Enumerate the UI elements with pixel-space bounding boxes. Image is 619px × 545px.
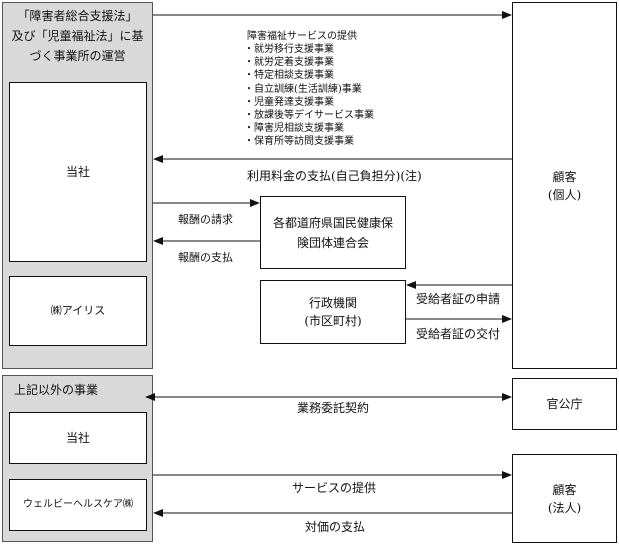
welfare-service-item: ・就労移行支援事業 [244, 44, 334, 55]
welfare-services-list: ・就労移行支援事業 ・就労定着支援事業 ・特定相談支援事業 ・自立訓練(生活訓練… [244, 43, 374, 149]
reward-payment-label: 報酬の支払 [178, 251, 233, 264]
outsourcing-contract-label: 業務委託契約 [297, 401, 370, 415]
company-box-welby: ウェルビーヘルスケア㈱ [9, 479, 147, 531]
welfare-service-item: ・自立訓練(生活訓練)事業 [244, 83, 362, 95]
payment-label: 対価の支払 [305, 520, 366, 534]
welfare-service-item: ・特定相談支援事業 [244, 70, 334, 82]
admin-agency-box: 行政機関 (市区町村) [260, 280, 406, 344]
customer-type: (個人) [547, 187, 582, 202]
header-line-2: 及び「児童福祉法」に基 [11, 29, 144, 43]
customer-corporate-box: 顧客 (法人) [512, 454, 617, 543]
company-box-our-company: 当社 [9, 82, 147, 262]
customer-individual-box: 顧客 (個人) [512, 2, 617, 369]
welfare-service-item: ・児童発達支援事業 [244, 96, 334, 108]
welfare-service-item: ・就労定着支援事業 [244, 57, 334, 69]
federation-line-2: 険団体連合会 [296, 235, 369, 250]
customer-label: 顧客 [552, 169, 577, 184]
company-box-iris: ㈱アイリス [9, 276, 147, 346]
admin-line-2: (市区町村) [304, 314, 362, 328]
section-disability-services-header: 「障害者総合支援法」 及び「児童福祉法」に基 づく事業所の運営 [4, 6, 151, 66]
admin-line-1: 行政機関 [308, 296, 357, 310]
welfare-service-item: ・放課後等デイサービス事業 [244, 110, 374, 122]
certificate-apply-label: 受給者証の申請 [416, 292, 501, 306]
usage-fee-label: 利用料金の支払(自己負担分)(注) [247, 169, 422, 183]
federation-line-1: 各都道府県国民健康保 [272, 215, 393, 230]
company-name: 当社 [65, 164, 90, 179]
customer-label: 顧客 [552, 482, 577, 497]
company-name: ㈱アイリス [50, 304, 106, 317]
welfare-service-item: ・保育所等訪問支援事業 [244, 136, 354, 148]
government-office-label: 官公庁 [546, 396, 583, 411]
certificate-issue-label: 受給者証の交付 [416, 327, 501, 341]
company-name: 当社 [65, 430, 90, 445]
government-office-box: 官公庁 [512, 378, 617, 430]
header-line-3: づく事業所の運営 [29, 49, 126, 63]
welfare-services-title: 障害福祉サービスの提供 [247, 31, 357, 42]
welfare-service-item: ・障害児相談支援事業 [244, 123, 344, 135]
federation-box: 各都道府県国民健康保 険団体連合会 [260, 196, 406, 269]
service-provision-label: サービスの提供 [292, 481, 377, 495]
reward-request-label: 報酬の請求 [178, 213, 233, 226]
company-name: ウェルビーヘルスケア㈱ [23, 499, 133, 511]
section-other-business-header: 上記以外の事業 [14, 383, 99, 397]
company-box-our-company-2: 当社 [9, 412, 147, 464]
header-line-1: 「障害者総合支援法」 [17, 9, 138, 23]
customer-type: (法人) [547, 500, 582, 515]
